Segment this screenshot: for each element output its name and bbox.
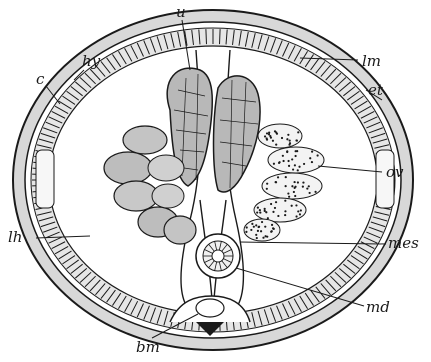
midgut bbox=[196, 234, 240, 278]
label-lh: lh bbox=[8, 228, 22, 246]
label-c: c bbox=[36, 70, 45, 88]
label-u: u bbox=[176, 3, 186, 21]
label-md: md bbox=[366, 298, 390, 316]
label-mes: mes bbox=[388, 234, 419, 252]
label-ov: ov bbox=[386, 163, 404, 181]
lateral-line-left bbox=[36, 150, 54, 208]
label-hy: hy bbox=[82, 52, 101, 70]
label-et: et bbox=[368, 81, 384, 99]
label-bm: bm bbox=[136, 338, 160, 356]
label-lm: lm bbox=[362, 52, 381, 70]
muscle-band bbox=[31, 28, 395, 332]
